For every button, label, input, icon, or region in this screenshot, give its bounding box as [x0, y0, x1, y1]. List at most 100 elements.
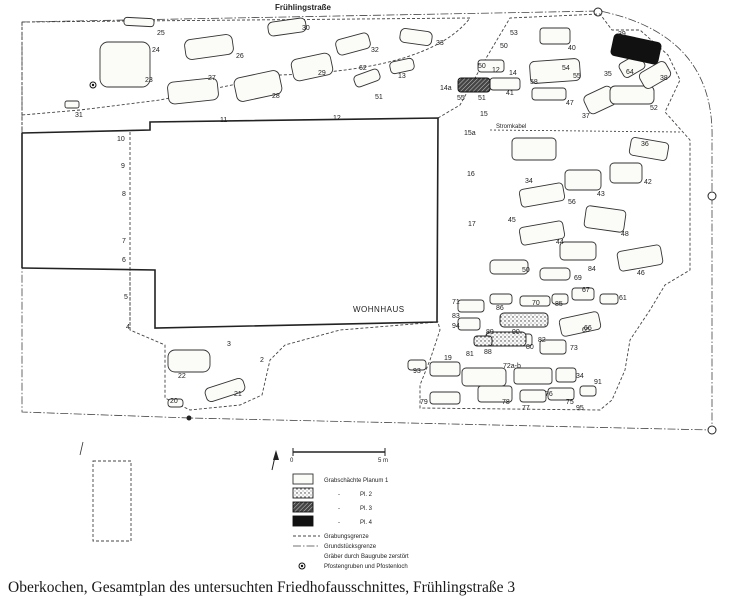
grave-number: 73 [570, 345, 578, 352]
legend-posthole-core [300, 564, 304, 568]
grave-number: 29 [318, 70, 326, 77]
grave-number: 44 [556, 239, 564, 246]
grave [123, 16, 155, 28]
grave-number: 70 [532, 300, 540, 307]
grave-number: 35 [604, 71, 612, 78]
grave-number: 27 [208, 75, 216, 82]
grave [167, 349, 211, 373]
grave-number: 85 [555, 301, 563, 308]
grave-number: 22 [178, 373, 186, 380]
grave [547, 387, 575, 401]
grave [529, 58, 581, 84]
grave [583, 205, 627, 233]
grave-number: 89 [486, 329, 494, 336]
legend-planum-3: Pl. 3 [360, 506, 373, 512]
grave-number: 26 [236, 53, 244, 60]
legend-postholes: Pfostengruben und Pfostenloch [324, 564, 408, 570]
grave [518, 220, 566, 246]
grave-numbers: 25 30 24 26 32 33 53 50 40 39 23 27 29 6… [75, 25, 668, 412]
power-cable [489, 129, 681, 133]
grave-number: 47 [566, 100, 574, 107]
grave-number: 51 [478, 95, 486, 102]
grave-number: 34 [525, 178, 533, 185]
grave-number: 88 [484, 349, 492, 356]
grave-number: 45 [508, 217, 516, 224]
grave-number: 12 [333, 115, 341, 122]
grave-planum-4 [610, 33, 662, 65]
survey-marker-bottom [707, 425, 717, 435]
posthole-core [91, 83, 95, 87]
excavation-limit-west [21, 22, 131, 330]
grave [511, 137, 557, 161]
excavation-limit [21, 13, 691, 411]
grave-number: 13 [398, 73, 406, 80]
test-trench [92, 460, 132, 542]
grave [571, 287, 595, 301]
grave-number: 48 [621, 231, 629, 238]
grave [489, 293, 513, 305]
grave-number: 10 [117, 136, 125, 143]
house-outline [21, 117, 439, 329]
legend-planum-4: Pl. 4 [360, 520, 373, 526]
grave-number: 53 [510, 30, 518, 37]
grave-number: 33 [436, 40, 444, 47]
grave [609, 162, 643, 184]
grave [477, 385, 513, 403]
grave-number: 23 [145, 77, 153, 84]
grave [558, 311, 602, 337]
grave-number: 8 [122, 191, 126, 198]
grave [559, 241, 597, 261]
legend-swatch-planum-2 [292, 487, 314, 499]
grave [457, 299, 485, 313]
legend-swatch-planum-4 [292, 515, 314, 527]
grave [167, 398, 184, 408]
grave [407, 359, 427, 371]
grave-number: 19 [444, 355, 452, 362]
legend: Grabschächte Planum 1 - Pl. 2 - Pl. 3 - … [292, 473, 409, 570]
grave [638, 61, 672, 89]
grave-planum-2 [499, 312, 549, 328]
grave [184, 34, 234, 60]
legend-row2-dash: - [338, 492, 340, 498]
grave-number: 42 [644, 179, 652, 186]
grave [399, 28, 433, 46]
grave-number: 67 [582, 287, 590, 294]
grave [519, 295, 551, 307]
grave-number: 3 [227, 341, 231, 348]
grave [551, 293, 569, 305]
grave-number: 41 [506, 90, 514, 97]
grave-number: 11 [220, 117, 227, 124]
grave-number: 12 [492, 67, 500, 74]
grave-number: 25 [157, 30, 165, 37]
property-boundary [21, 10, 713, 431]
grave-number: 31 [75, 112, 83, 119]
grave-number: 5 [124, 294, 128, 301]
grave-number: 62 [359, 65, 367, 72]
grave-number: 16 [467, 171, 475, 178]
grave-number: 40 [568, 45, 576, 52]
grave-number: 32 [371, 47, 379, 54]
grave-number: 46 [637, 270, 645, 277]
grave [461, 367, 507, 387]
grave-number: 72a-b [503, 363, 521, 370]
grave-number: 66 [584, 325, 592, 332]
grave-number: 69 [574, 275, 582, 282]
grave [353, 68, 381, 88]
grave [579, 385, 597, 397]
grave-number: 15 [480, 111, 488, 118]
grave [389, 57, 415, 75]
house-label: WOHNHAUS [353, 305, 405, 314]
grave-number: 50 [478, 63, 486, 70]
legend-row3-dash: - [338, 506, 340, 512]
grave [267, 17, 307, 37]
grave-number: 78 [502, 399, 510, 406]
grave [204, 378, 246, 402]
grave-number: 93 [413, 368, 421, 375]
grave-number: 58 [530, 79, 538, 86]
grave-number: 50 [522, 267, 530, 274]
scale-bar: 0 5 m [290, 448, 388, 464]
grave-number: 14a [440, 85, 452, 92]
legend-swatch-planum-1 [292, 473, 314, 485]
grave [489, 77, 521, 91]
grave [519, 389, 547, 403]
